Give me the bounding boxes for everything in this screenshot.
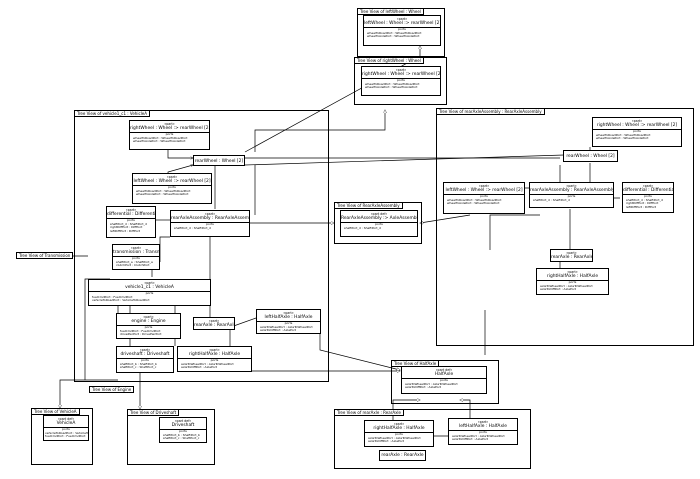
half-axle-def[interactable]: «part def» HalfAxle ports axleToWheelPor…	[401, 366, 487, 394]
left-half-axle-part[interactable]: «part» leftHalfAxle : HalfAxle ports axl…	[256, 309, 321, 334]
vehicle-root-part[interactable]: «part» vehicle1_c1 : VehicleA ports fuel…	[88, 279, 211, 306]
raa-rear-wheel-part[interactable]: rearWheel : Wheel [2]	[563, 150, 618, 162]
connector	[167, 147, 193, 158]
connector	[460, 400, 471, 420]
ra-root-part[interactable]: rearAxle : RearAxle	[379, 450, 426, 461]
connector	[60, 379, 118, 408]
package-title: Tree View of RearAxleAssembly	[334, 202, 403, 209]
package-title: Tree View of Driveshaft	[127, 409, 180, 416]
package-driveshaft: Tree View of Driveshaft	[127, 409, 215, 465]
package-title: Tree View of rearAxle : RearAxle	[334, 409, 405, 416]
connector	[489, 214, 540, 250]
connector	[420, 214, 471, 223]
package-rear-axle-assembly: Tree View of rearAxleAssembly : RearAxle…	[436, 108, 694, 346]
package-title: Tree View of rearAxleAssembly : RearAxle…	[436, 108, 545, 115]
package-left-wheel: Tree View of leftWheel : Wheel	[357, 8, 445, 57]
raa-right-half-axle-part[interactable]: «part» rightHalfAxle : HalfAxle ports ax…	[536, 268, 609, 295]
connector	[244, 154, 565, 166]
vehicle-a-def[interactable]: «part def» VehicleA ports vehicleToRoadP…	[43, 415, 89, 441]
rear-axle-part[interactable]: «part» rearAxle : RearAxle	[193, 317, 235, 330]
rear-wheel-part[interactable]: rearWheel : Wheel [2]	[193, 155, 245, 166]
package-engine-label: Tree View of Engine	[89, 386, 135, 393]
package-transmission-label: Tree View of Transmission	[16, 252, 74, 259]
package-right-wheel: Tree View of rightWheel : Wheel	[354, 57, 447, 105]
package-title: Tree View of VehicleA	[31, 408, 80, 415]
left-wheel-part[interactable]: «part» leftWheel : Wheel :> rearWheel [2…	[132, 173, 212, 204]
ra-left-half-axle-part[interactable]: «part» leftHalfAxle : HalfAxle ports axl…	[448, 418, 518, 445]
package-rear-axle: Tree View of rearAxle : RearAxle	[334, 409, 531, 469]
engine-part[interactable]: «part» engine : Engine ports fuelCmdPort…	[116, 313, 181, 339]
package-vehicle: Tree View of vehicle1_c1 : VehicleA	[74, 110, 329, 382]
package-title: Tree View of leftWheel : Wheel	[357, 8, 424, 15]
right-half-axle-part[interactable]: «part» rightHalfAxle : HalfAxle ports ax…	[177, 346, 252, 372]
raa-root-part[interactable]: «part» rearAxleAssembly : RearAxleAssemb…	[529, 182, 614, 208]
connector	[159, 236, 170, 262]
driveshaft-def[interactable]: «part def» Driveshaft ports shaftPort_b …	[159, 417, 207, 443]
package-vehicle-a: Tree View of VehicleA	[31, 408, 93, 465]
connector	[319, 333, 400, 370]
right-wheel-part[interactable]: «part» rightWheel : Wheel :> rearWheel […	[129, 120, 210, 150]
package-title: Tree View of vehicle1_c1 : VehicleA	[74, 110, 150, 117]
connector	[254, 110, 385, 152]
right-wheel-block[interactable]: «part» rightWheel : Wheel :> rearWheel […	[361, 66, 441, 96]
raa-left-wheel-part[interactable]: «part» leftWheel : Wheel :> rearWheel [2…	[443, 182, 525, 214]
left-wheel-block[interactable]: «part» leftWheel : Wheel :> rearWheel [2…	[363, 15, 441, 46]
package-title: Tree View of rightWheel : Wheel	[354, 57, 424, 64]
raa-differential-part[interactable]: «part» differential : Differential ports…	[622, 182, 674, 213]
transmission-part[interactable]: «part» transmission : Transmission ports…	[112, 244, 160, 270]
raa-rear-axle-part[interactable]: «part» rearAxle : RearAxle	[550, 249, 593, 262]
rear-axle-assembly-def[interactable]: «part def» RearAxleAssembly :> AxleAssem…	[340, 210, 418, 237]
rear-axle-assembly-part[interactable]: «part» rearAxleAssembly : RearAxleAssemb…	[170, 210, 250, 237]
differential-part[interactable]: «part» differential : Differential ports…	[106, 206, 156, 238]
raa-right-wheel-part[interactable]: «part» rightWheel : Wheel :> rearWheel […	[592, 117, 682, 147]
package-rear-axle-assembly-def: Tree View of RearAxleAssembly	[334, 202, 422, 244]
driveshaft-part[interactable]: «part» driveshaft : Driveshaft ports sha…	[116, 346, 174, 373]
ra-right-half-axle-part[interactable]: «part» rightHalfAxle : HalfAxle ports ax…	[364, 420, 434, 447]
